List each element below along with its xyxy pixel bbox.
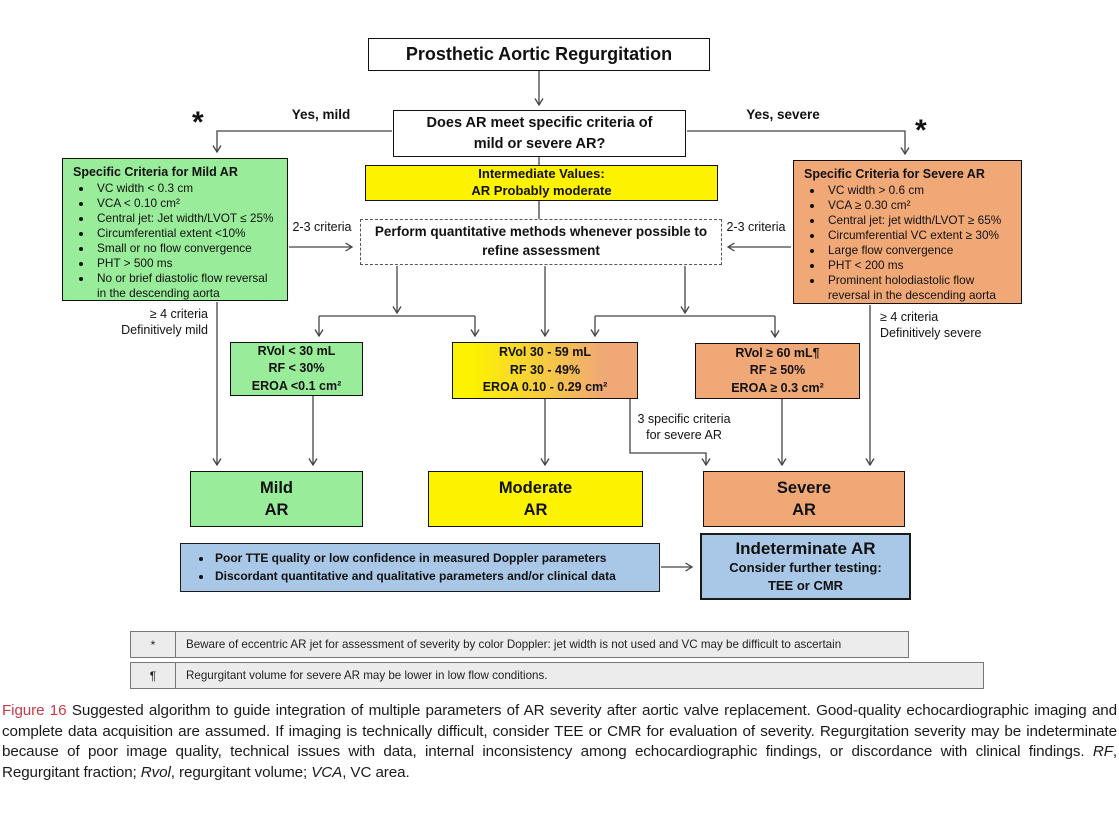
- outcome-moderate-ar-box: Moderate AR: [428, 471, 643, 527]
- bullet-item: Circumferential extent <10%: [93, 226, 279, 241]
- asterisk-footnote-marker-right: *: [915, 114, 927, 147]
- bullet-item: No or brief diastolic flow reversal in t…: [93, 271, 279, 301]
- thresholds-mild-box: RVol < 30 mL RF < 30% EROA <0.1 cm²: [230, 342, 363, 396]
- mild-criteria-list: VC width < 0.3 cmVCA < 0.10 cm²Central j…: [73, 181, 279, 301]
- figure-caption: Figure 16 Suggested algorithm to guide i…: [2, 701, 1117, 784]
- quantitative-methods-box: Perform quantitative methods whenever po…: [360, 219, 722, 265]
- caption-segment: Figure 16: [2, 702, 67, 719]
- label-yes-severe: Yes, severe: [746, 107, 820, 122]
- bullet-item: Poor TTE quality or low confidence in me…: [213, 550, 616, 567]
- label-yes-mild: Yes, mild: [291, 107, 351, 122]
- bullet-item: VCA < 0.10 cm²: [93, 196, 279, 211]
- outcome-mild-ar-box: Mild AR: [190, 471, 363, 527]
- footnote-row: ¶ Regurgitant volume for severe AR may be…: [130, 662, 984, 689]
- footnote-text: Regurgitant volume for severe AR may be …: [186, 669, 548, 682]
- footnote-row: * Beware of eccentric AR jet for assessme…: [130, 631, 909, 658]
- caption-segment: Rvol: [140, 764, 171, 782]
- bullet-item: PHT < 200 ms: [824, 258, 1013, 273]
- bullet-item: Large flow convergence: [824, 243, 1013, 258]
- caption-segment: RF: [1092, 743, 1113, 761]
- footnotes: * Beware of eccentric AR jet for assessme…: [130, 631, 984, 693]
- footnote-text: Beware of eccentric AR jet for assessmen…: [186, 638, 842, 651]
- connector-arrows: [212, 71, 910, 572]
- severe-criteria-title: Specific Criteria for Severe AR: [804, 167, 985, 181]
- label-ge4-definitively-mild: ≥ 4 criteria Definitively mild: [121, 307, 208, 337]
- mild-criteria-box: Specific Criteria for Mild AR VC width <…: [62, 158, 288, 301]
- severe-criteria-box: Specific Criteria for Severe AR VC width…: [793, 160, 1022, 304]
- intermediate-values-box: Intermediate Values: AR Probably moderat…: [365, 165, 718, 201]
- severe-criteria-list: VC width > 0.6 cmVCA ≥ 0.30 cm²Central j…: [804, 183, 1013, 303]
- label-2-3-criteria-left: 2-3 criteria: [292, 220, 352, 234]
- footnote-symbol: ¶: [131, 663, 176, 688]
- caption-segment: , Regurgitant fraction;: [2, 743, 1117, 782]
- indeterminate-ar-box: Indeterminate AR Consider further testin…: [700, 533, 911, 600]
- footnote-symbol: *: [131, 632, 176, 657]
- indeterminate-subtext: Consider further testing: TEE or CMR: [729, 559, 882, 593]
- caption-segment: VCA: [311, 764, 343, 782]
- bullet-item: Central jet: Jet width/LVOT ≤ 25%: [93, 211, 279, 226]
- label-ge4-definitively-severe: ≥ 4 criteria Definitively severe: [880, 310, 982, 340]
- caption-segment: , VC area.: [342, 764, 410, 782]
- bullet-item: Prominent holodiastolic flow reversal in…: [824, 273, 1013, 303]
- caption-segment: , regurgitant volume;: [170, 764, 312, 782]
- indeterminate-title: Indeterminate AR: [735, 538, 876, 558]
- label-3-specific-criteria: 3 specific criteria for severe AR: [637, 412, 731, 442]
- bullet-item: Circumferential VC extent ≥ 30%: [824, 228, 1013, 243]
- label-2-3-criteria-right: 2-3 criteria: [726, 220, 786, 234]
- mild-criteria-title: Specific Criteria for Mild AR: [73, 165, 238, 179]
- bullet-item: PHT > 500 ms: [93, 256, 279, 271]
- title-box: Prosthetic Aortic Regurgitation: [368, 38, 710, 71]
- uncertainty-conditions-box: Poor TTE quality or low confidence in me…: [180, 543, 660, 592]
- asterisk-footnote-marker-left: *: [192, 106, 204, 139]
- bullet-item: Small or no flow convergence: [93, 241, 279, 256]
- outcome-severe-ar-box: Severe AR: [703, 471, 905, 527]
- bullet-item: Central jet: jet width/LVOT ≥ 65%: [824, 213, 1013, 228]
- bullet-item: VC width > 0.6 cm: [824, 183, 1013, 198]
- thresholds-severe-box: RVol ≥ 60 mL¶ RF ≥ 50% EROA ≥ 0.3 cm²: [695, 343, 860, 399]
- question-box: Does AR meet specific criteria of mild o…: [393, 110, 686, 157]
- caption-segment: Suggested algorithm to guide integration…: [2, 702, 1118, 761]
- bullet-item: Discordant quantitative and qualitative …: [213, 568, 616, 585]
- bullet-item: VC width < 0.3 cm: [93, 181, 279, 196]
- thresholds-moderate-box: RVol 30 - 59 mL RF 30 - 49% EROA 0.10 - …: [452, 342, 638, 399]
- uncertainty-list: Poor TTE quality or low confidence in me…: [187, 550, 616, 585]
- bullet-item: VCA ≥ 0.30 cm²: [824, 198, 1013, 213]
